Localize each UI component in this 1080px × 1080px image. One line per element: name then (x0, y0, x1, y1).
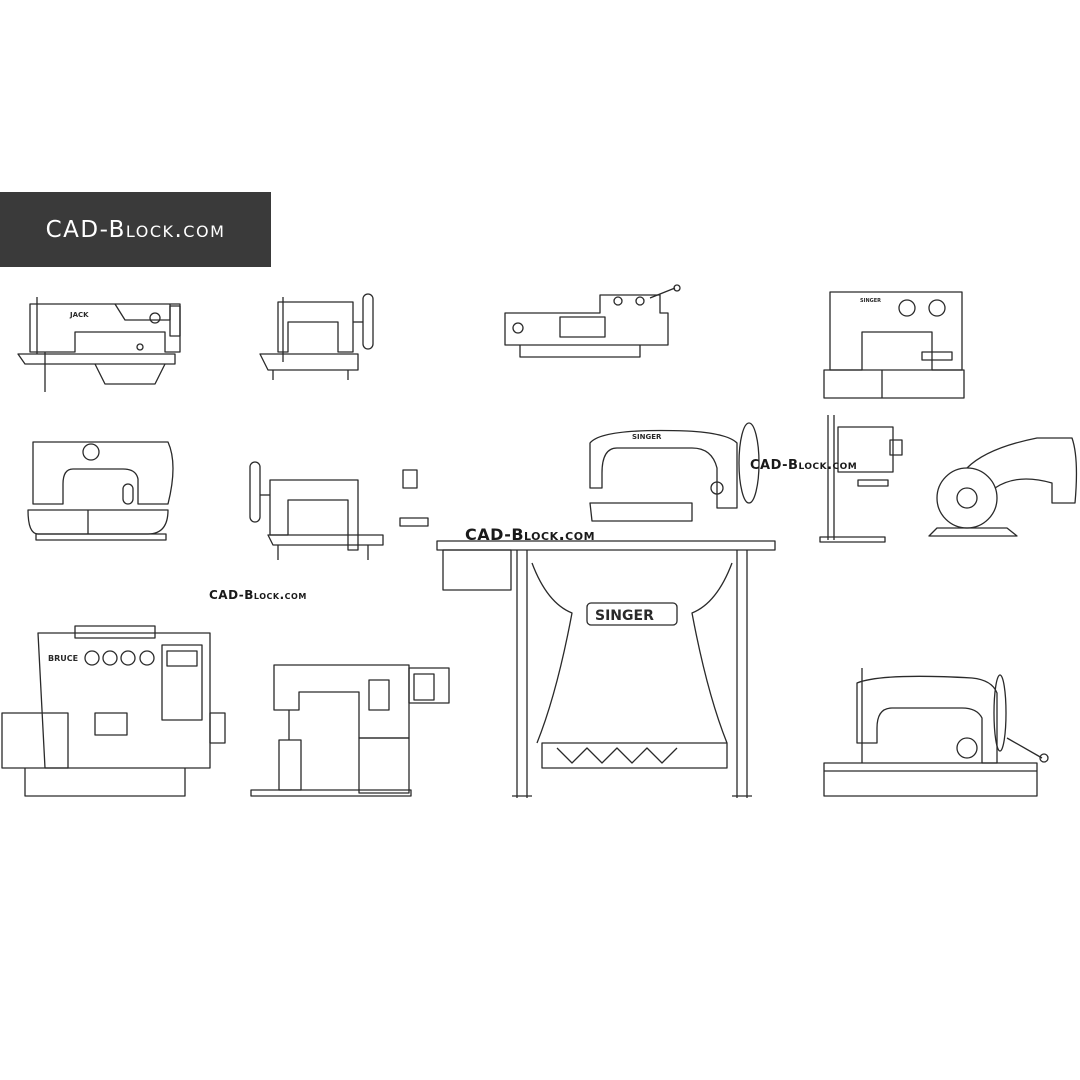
watermark: CAD-Block.com (750, 458, 858, 473)
watermark: CAD-Block.com (209, 588, 307, 602)
top-view-sewing-machine (504, 284, 681, 358)
round-knife-cutter (928, 437, 1078, 537)
antique-sewing-machine (259, 293, 374, 380)
vintage-hand-crank-machine (823, 668, 1049, 797)
banner-label: CAD-Block.com (45, 216, 226, 243)
domestic-sewing-machine (27, 441, 174, 541)
svg-text:SINGER: SINGER (632, 433, 662, 441)
industrial-lockstitch-machine: JACK (17, 297, 181, 392)
watermark: CAD-Block.com (465, 525, 596, 544)
post-bed-sewing-machine (250, 664, 450, 797)
singer-domestic-machine: SINGER (823, 291, 965, 399)
straight-knife-cutting-machine (819, 415, 903, 543)
antique-sewing-machine-flipped (249, 461, 429, 560)
singer-treadle-machine: SINGER SINGER (436, 422, 776, 798)
svg-text:BRUCE: BRUCE (48, 654, 78, 663)
bruce-overlock-machine: BRUCE (1, 625, 226, 797)
svg-text:SINGER: SINGER (595, 608, 654, 624)
svg-text:SINGER: SINGER (860, 298, 881, 304)
site-banner: CAD-Block.com (0, 192, 271, 267)
svg-text:JACK: JACK (69, 311, 89, 319)
